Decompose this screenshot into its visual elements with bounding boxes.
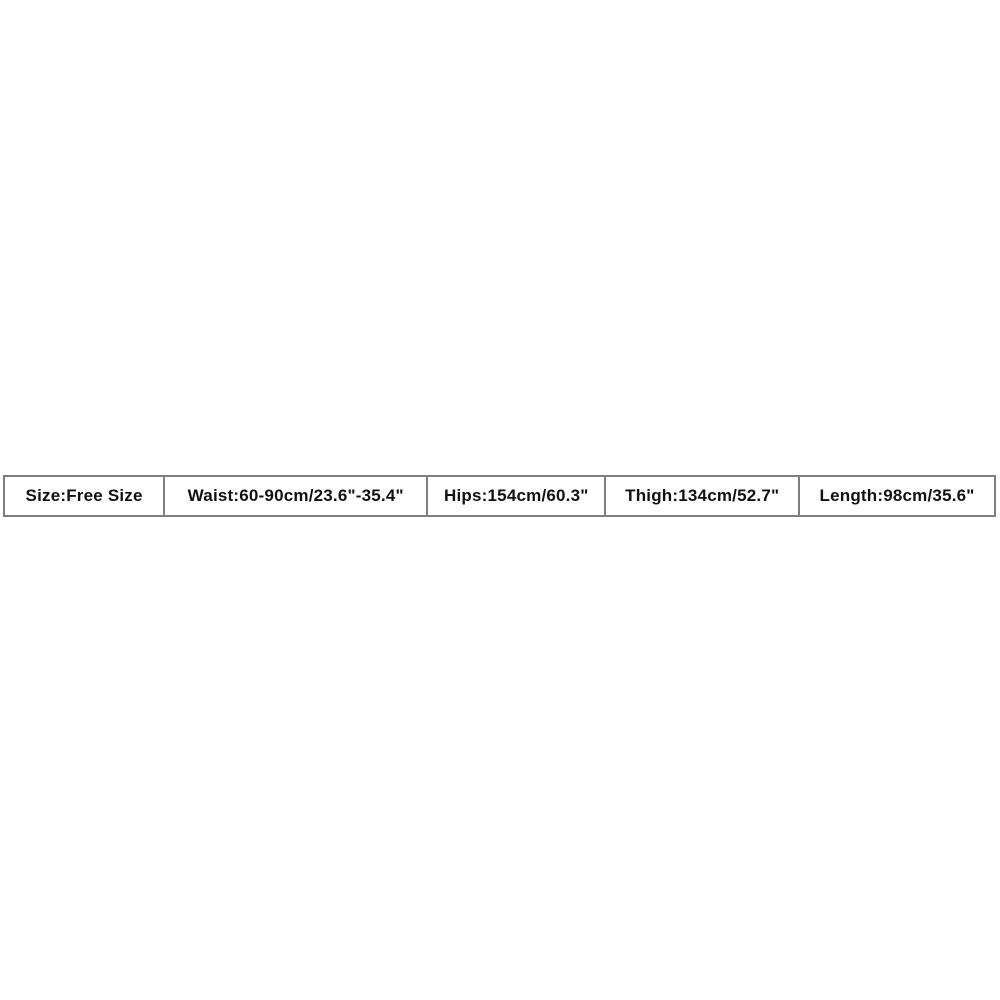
size-chart-cell-length: Length:98cm/35.6" <box>819 486 975 505</box>
size-chart-table: Size:Free Size Waist:60-90cm/23.6"-35.4"… <box>3 475 996 517</box>
size-chart-cell-hips: Hips:154cm/60.3" <box>428 477 607 515</box>
size-chart-cell-waist: Waist:60-90cm/23.6"-35.4" <box>165 477 429 515</box>
size-chart-cell-thigh: Thigh:134cm/52.7" <box>606 477 801 515</box>
size-chart-cell-size: Size:Free Size <box>5 477 166 515</box>
